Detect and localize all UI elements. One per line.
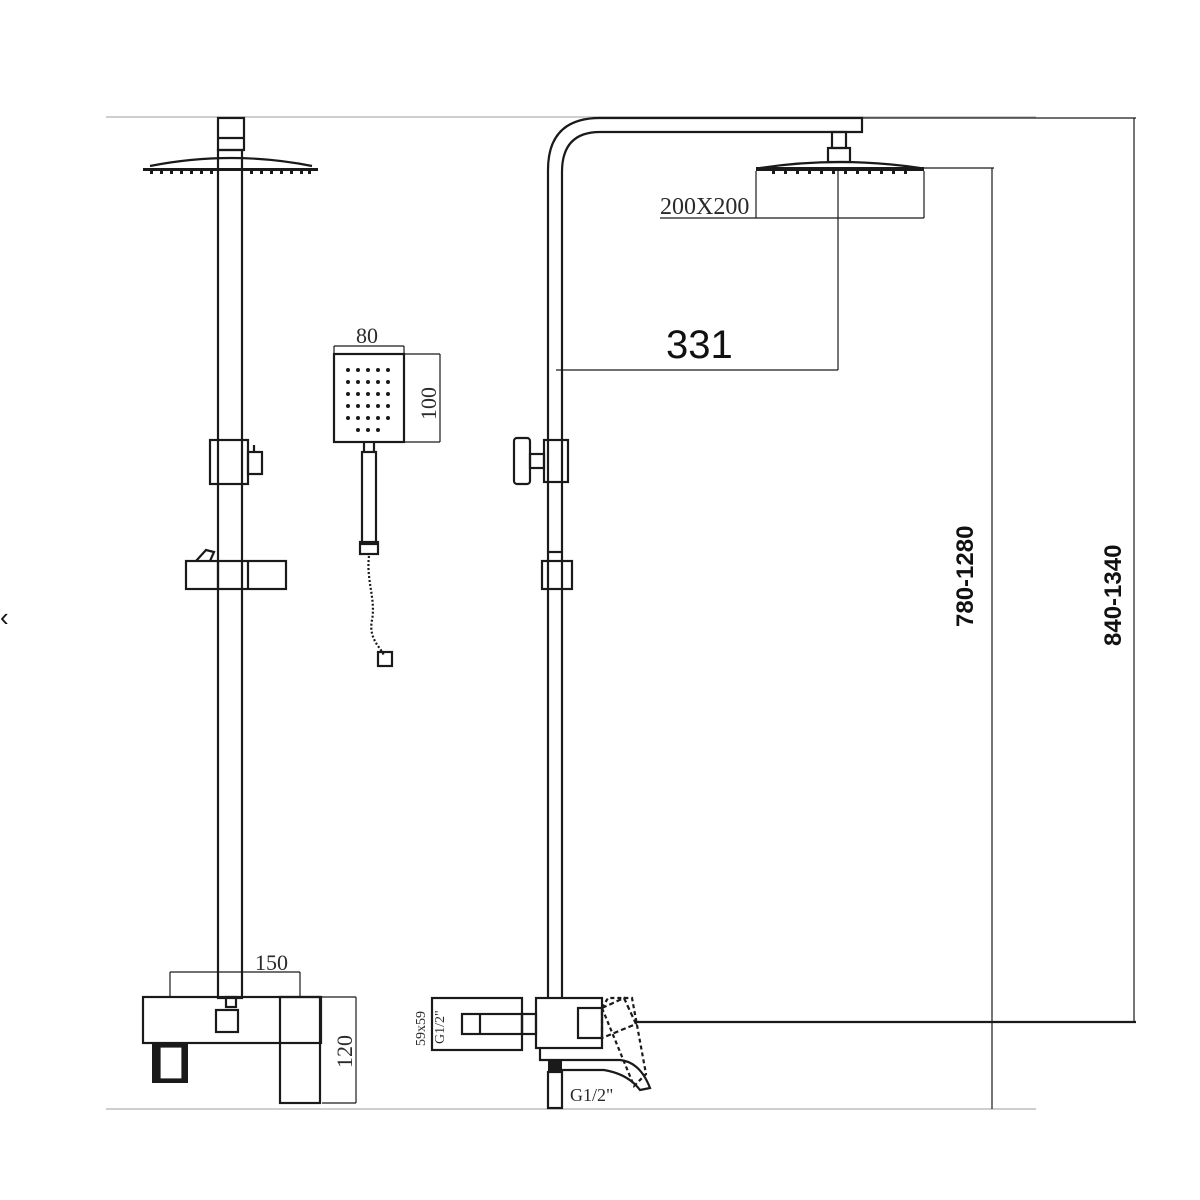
side-head-height-range: 780-1280: [952, 526, 979, 627]
front-view: 150 120: [141, 116, 357, 1105]
hand-shower-width-dimension: 80: [356, 323, 378, 348]
side-mixer-lever: [600, 996, 638, 1040]
front-width-dimension: 150: [255, 950, 288, 975]
side-diverter-knob: [512, 436, 532, 486]
side-wall-plate-dimension: 59x59: [414, 1011, 429, 1046]
side-spout: [538, 1048, 652, 1092]
front-riser-pipe: [216, 148, 244, 1000]
hand-shower-handle: [360, 450, 378, 546]
prev-image-arrow[interactable]: ‹: [0, 602, 9, 632]
side-arm-reach-dimension: 331: [666, 323, 733, 367]
front-height-dimension: 120: [332, 1035, 357, 1068]
side-view: 200X200 331 59x59 G1/2" G1/2" 780-1280: [414, 116, 1136, 1110]
side-rain-head-nozzles: [772, 171, 907, 174]
front-mixer-lever: [278, 995, 322, 1105]
front-diverter-knob: [246, 450, 264, 476]
front-mixer-body: [141, 995, 323, 1045]
front-rain-head: [143, 168, 318, 171]
front-slide-bracket: [184, 559, 288, 591]
side-head-size-dimension: 200X200: [660, 194, 749, 220]
side-riser-pipe: [546, 116, 864, 998]
side-slide-bracket: [540, 559, 574, 591]
side-outlet-nozzle: [548, 1060, 562, 1072]
hand-shower-hose: [367, 555, 386, 657]
hand-shower: 80 100: [332, 323, 441, 668]
front-ceiling-mount: [216, 116, 246, 152]
side-mixer-body: [534, 996, 604, 1050]
hand-shower-head: [332, 352, 406, 444]
hand-shower-nozzles: [346, 368, 390, 432]
side-inlet-thread-label: G1/2": [433, 1010, 448, 1044]
side-rain-head: [756, 167, 924, 171]
front-rain-head-nozzles: [150, 171, 311, 174]
hand-shower-height-dimension: 100: [416, 387, 441, 420]
side-outlet-thread-label: G1/2": [570, 1085, 613, 1105]
side-overall-height-range: 840-1340: [1100, 545, 1127, 646]
side-head-connector: [830, 130, 848, 150]
